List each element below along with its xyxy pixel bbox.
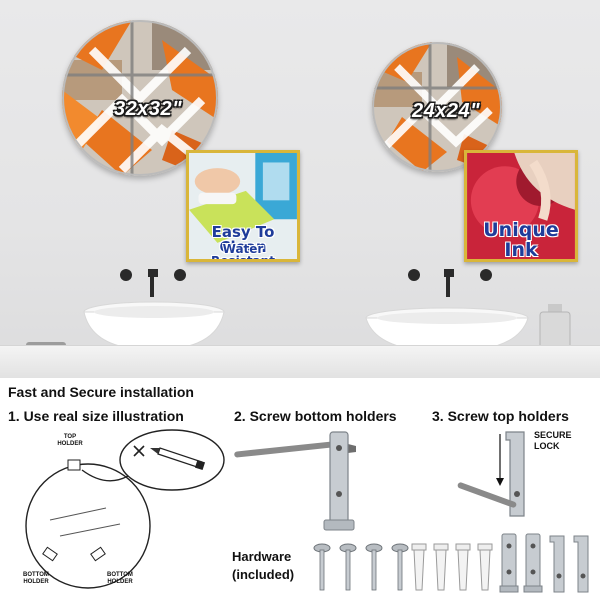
hardware-screws: [313, 543, 409, 591]
mirror-small-image: 24x24": [372, 42, 502, 172]
mirror-small-art: [372, 42, 502, 172]
bottom-holder-label-right: BOTTOM HOLDER: [107, 572, 133, 585]
screw-icon: [339, 543, 357, 591]
faucet-right: [408, 269, 492, 297]
ink-photo: [467, 153, 575, 259]
hardware-label-line1: Hardware: [232, 549, 292, 564]
step-3-title: 3. Screw top holders: [432, 408, 569, 424]
top-holder-mark: [67, 459, 81, 471]
screwdriver-shaft: [234, 440, 344, 458]
wall-anchor-icon: [477, 543, 493, 591]
step-1-diagram: [25, 429, 225, 589]
speech-bubble-tail: [81, 469, 129, 482]
wall-anchor-icon: [455, 543, 471, 591]
bottom-holder-bracket: [323, 431, 355, 531]
hardware-anchors: [411, 543, 493, 591]
top-holder-label: TOP HOLDER: [57, 434, 83, 447]
bathroom-scene: 32x32" 24x24": [0, 0, 600, 378]
badge-unique-ink: Unique Ink: [464, 150, 578, 262]
reflection-line: [49, 507, 107, 521]
screw-icon: [391, 543, 409, 591]
pencil-icon: [150, 447, 206, 471]
badge-easy-clean-line2: Water Resistant: [211, 242, 275, 262]
faucet-left: [120, 269, 186, 297]
sink-right: [365, 307, 529, 353]
hardware-label-line2: (included): [232, 566, 295, 582]
down-arrow-icon: [496, 478, 504, 486]
soap-dispenser: [539, 304, 571, 352]
step-2-title: 2. Screw bottom holders: [234, 408, 397, 424]
step-3-diagram: [457, 431, 525, 517]
top-holder-part-icon: [573, 535, 589, 593]
screw-icon: [313, 543, 331, 591]
reflection-line: [59, 523, 121, 537]
cleaning-photo: [189, 153, 297, 259]
mirror-outline: [25, 463, 151, 589]
badge-unique-ink-line2: Ink: [504, 239, 538, 261]
size-label-large: 32x32": [114, 98, 183, 120]
screwdriver-shaft-2: [457, 482, 517, 508]
top-holder-bracket: [505, 431, 525, 517]
step-2-diagram: [234, 431, 356, 531]
wall-anchor-icon: [433, 543, 449, 591]
hardware-label: Hardware (included): [232, 548, 294, 583]
speech-bubble: [119, 429, 225, 491]
sink-left: [83, 301, 225, 351]
screw-icon: [365, 543, 383, 591]
badge-unique-ink-line1: Unique: [483, 219, 559, 241]
bottom-holder-label-left: BOTTOM HOLDER: [23, 572, 49, 585]
wall-anchor-icon: [411, 543, 427, 591]
bottom-holder-part-icon: [523, 533, 543, 593]
bottom-holder-mark-right: [90, 546, 106, 562]
counter-top: [0, 345, 600, 378]
badge-easy-clean-line1: Easy To Clean: [211, 223, 275, 256]
badge-easy-clean: Easy To Clean Water Resistant: [186, 150, 300, 262]
secure-lock-label: SECURE LOCK: [534, 430, 572, 451]
hardware-holders: [499, 533, 589, 593]
step-1-title: 1. Use real size illustration: [8, 408, 184, 424]
bottom-holder-part-icon: [499, 533, 519, 593]
bottom-holder-mark-left: [42, 546, 58, 562]
top-holder-part-icon: [549, 535, 565, 593]
cross-mark-icon: [133, 445, 145, 457]
size-label-small: 24x24": [412, 100, 481, 122]
installation-title: Fast and Secure installation: [8, 384, 194, 400]
